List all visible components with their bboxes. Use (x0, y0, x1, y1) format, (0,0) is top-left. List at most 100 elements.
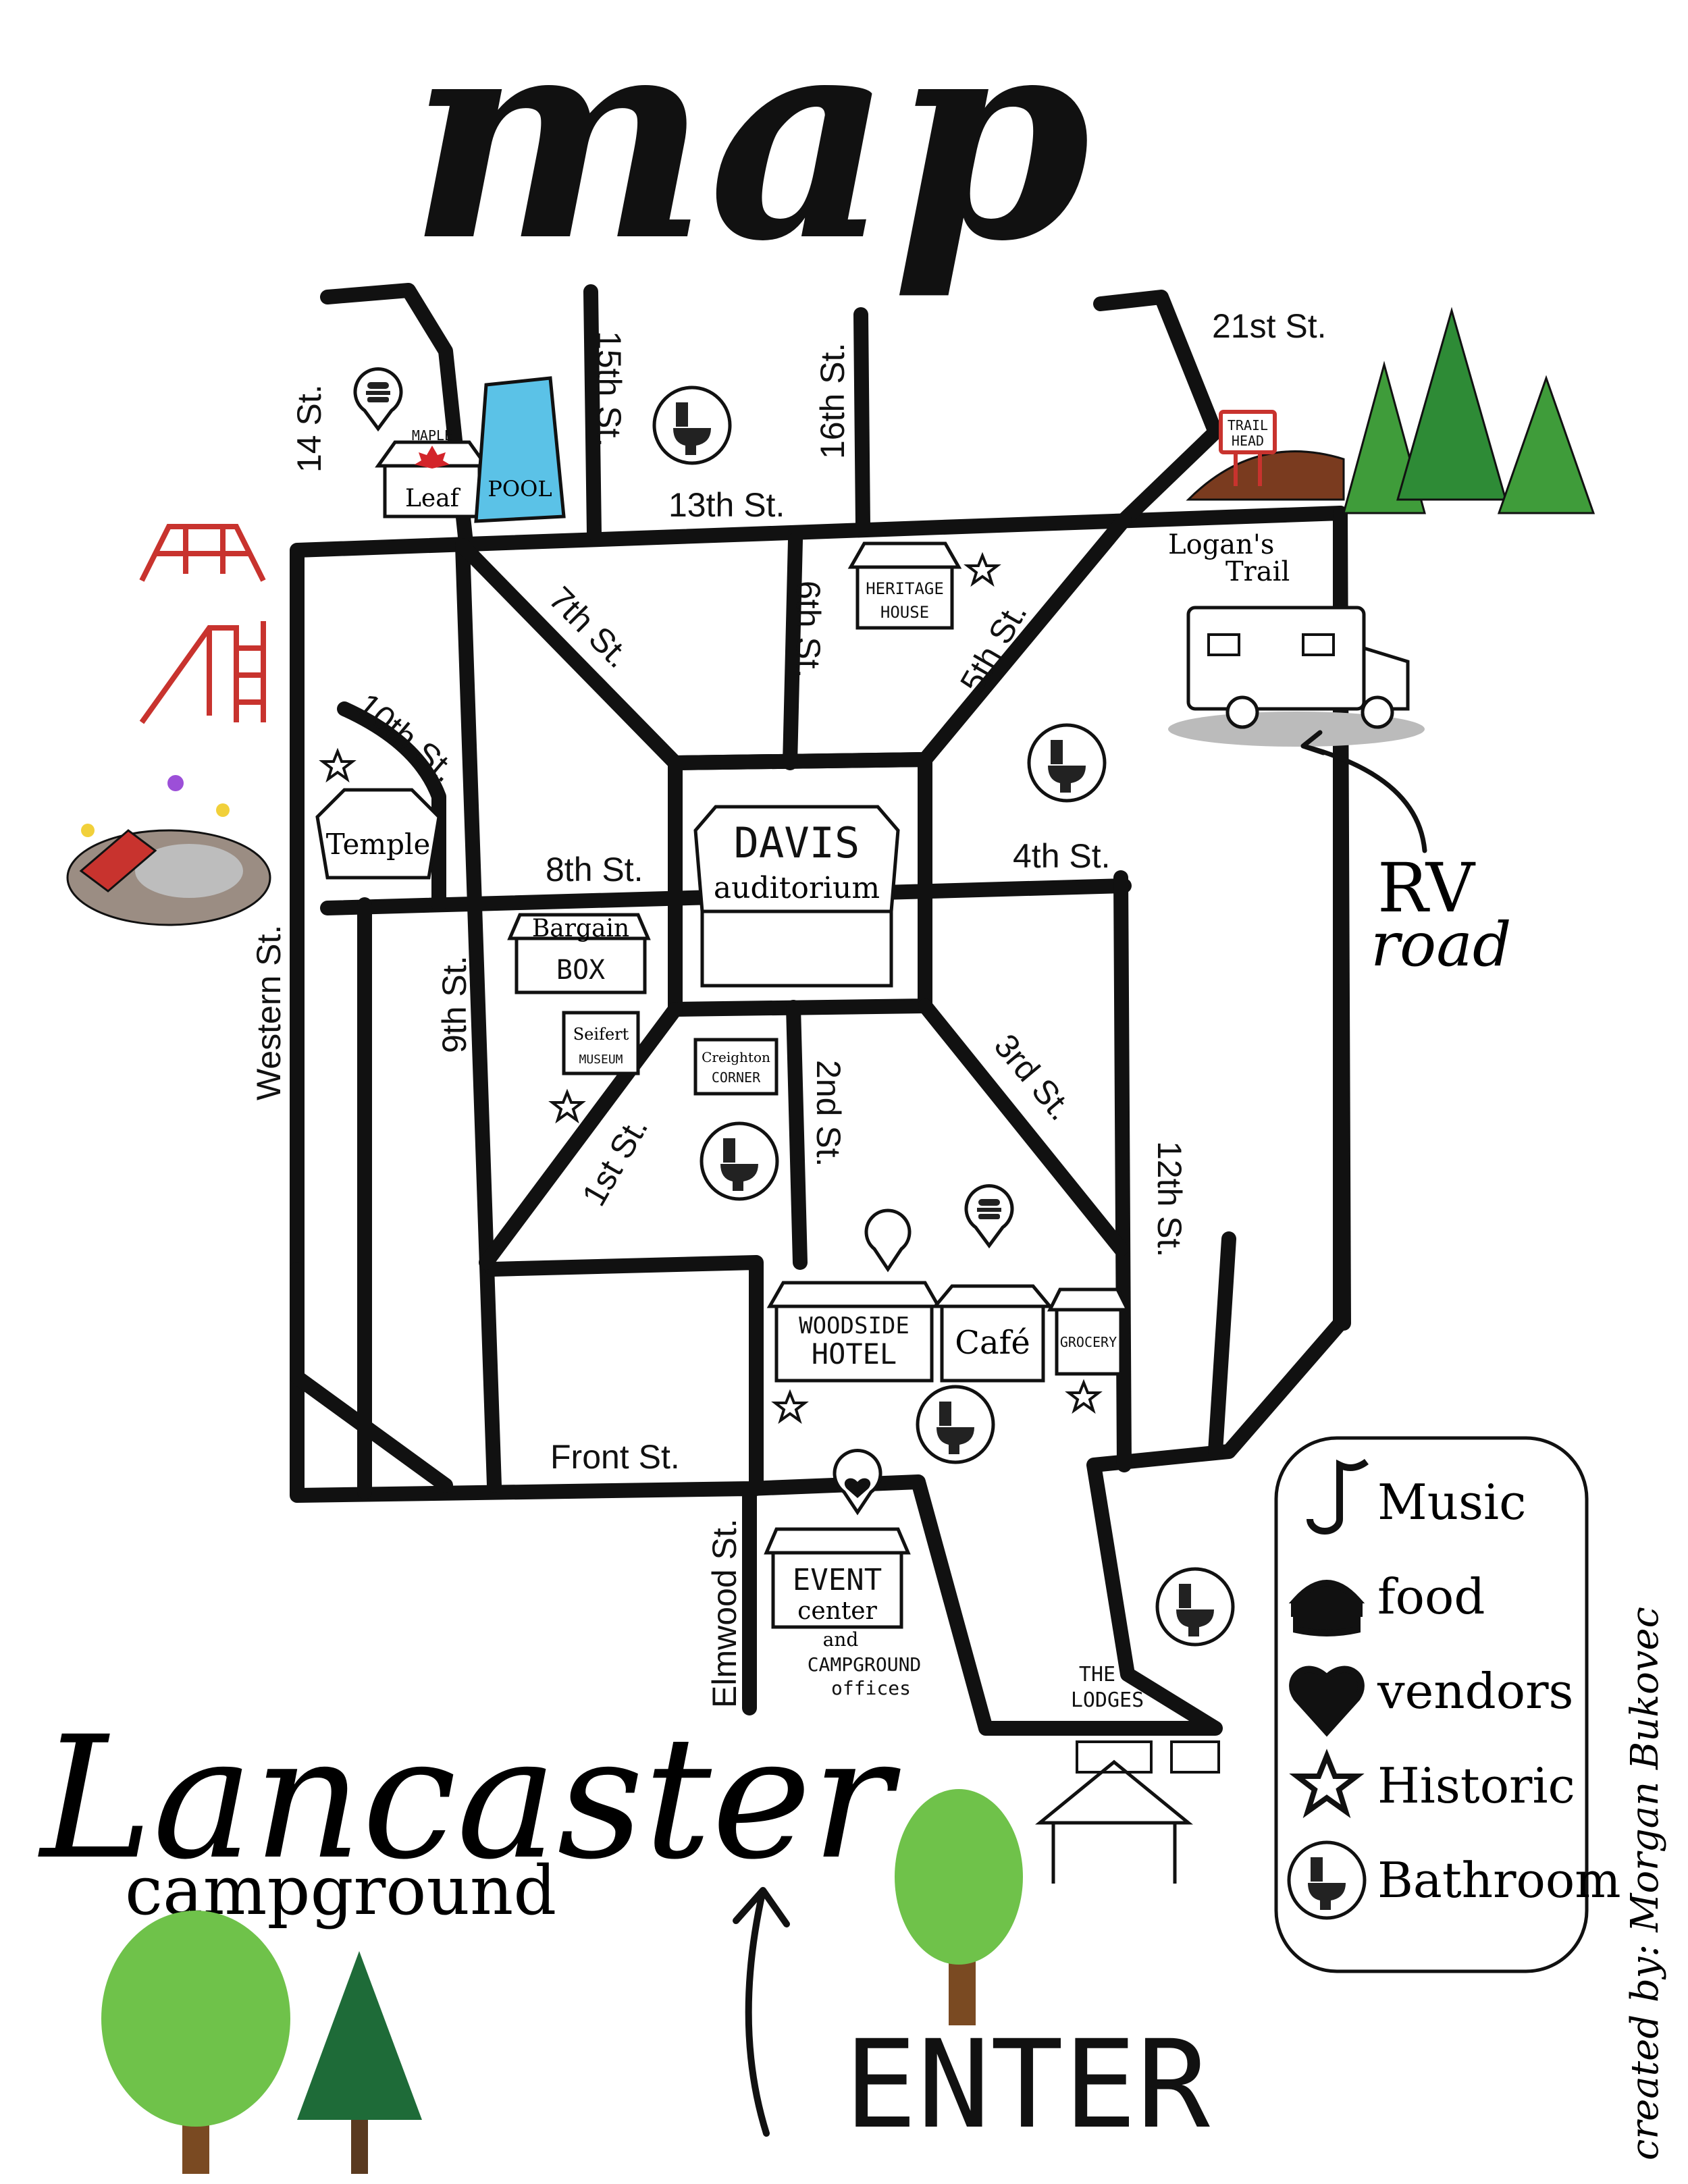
star-icon (1067, 1381, 1100, 1412)
legend-row: Historic (1297, 1756, 1575, 1814)
seifert-museum: Seifert MUSEUM (551, 1011, 640, 1121)
woodside-hotel: WOODSIDE HOTEL (766, 1208, 942, 1422)
seifert-line2: MUSEUM (579, 1053, 623, 1067)
rv-label-line1: RV (1377, 849, 1476, 928)
street-21: 21st St. (1212, 307, 1327, 345)
street-elmwood: Elmwood St. (706, 1518, 743, 1708)
logans-trail-line1: Logan's (1168, 529, 1274, 560)
star-icon (551, 1091, 583, 1121)
star-icon (966, 554, 999, 585)
street-8: 8th St. (546, 851, 643, 888)
heart-pin-icon (833, 1449, 882, 1516)
legend-row: vendors (1289, 1663, 1573, 1737)
street-6: 6th St. (789, 581, 827, 678)
event-line2: center (797, 1597, 877, 1625)
street-9: 9th St. (436, 955, 473, 1053)
grocery: GROCERY (1047, 1287, 1131, 1412)
lodge-cabins (1076, 1740, 1220, 1774)
heart-icon (1289, 1666, 1365, 1737)
heritage-line1: HERITAGE (866, 579, 944, 598)
legend-row: Music (1307, 1458, 1526, 1535)
heritage-house: HERITAGE HOUSE (847, 541, 999, 630)
toilet-icon (1157, 1569, 1233, 1645)
creighton-corner: Creighton CORNER (693, 1038, 779, 1096)
toilet-icon (1029, 725, 1105, 801)
creighton-line2: CORNER (712, 1069, 761, 1086)
toilet-icon (1289, 1842, 1365, 1918)
street-3: 3rd St. (987, 1027, 1080, 1127)
playground (139, 524, 266, 724)
woodside-line2: HOTEL (812, 1337, 897, 1370)
creighton-line1: Creighton (702, 1049, 770, 1065)
food-pin-icon (966, 1186, 1012, 1246)
legend-label: Music (1377, 1474, 1526, 1530)
davis-line1: DAVIS (734, 818, 860, 868)
trailhead-line1: TRAIL (1228, 417, 1268, 433)
lodges-line2: LODGES (1071, 1688, 1144, 1712)
legend-label: food (1377, 1568, 1485, 1625)
trailhead-area: TRAIL HEAD (1186, 410, 1345, 501)
gazebo (1034, 1759, 1194, 1884)
toilet-icon (702, 1123, 777, 1199)
music-note-icon (1307, 1458, 1369, 1535)
food-pin-icon (355, 369, 401, 429)
bottom-trees (101, 1789, 1023, 2174)
seifert-line1: Seifert (573, 1025, 629, 1044)
street-12: 12th St. (1151, 1141, 1188, 1257)
music-pin-icon (864, 1208, 912, 1273)
cafe: Café (931, 1186, 1054, 1383)
street-13: 13th St. (668, 486, 785, 524)
pool-label: POOL (487, 476, 552, 502)
bargain-line2: BOX (556, 955, 605, 986)
toilet-icon (918, 1387, 993, 1462)
enter-label: ENTER (844, 2015, 1210, 2156)
street-7: 7th St. (542, 579, 637, 675)
logans-trail-line2: Trail (1225, 556, 1290, 587)
trailhead-line2: HEAD (1232, 433, 1264, 449)
event-line1: EVENT (793, 1563, 882, 1597)
garden (66, 775, 271, 926)
street-western: Western St. (250, 925, 288, 1100)
star-icon (321, 750, 354, 780)
map-title: map (408, 0, 1090, 304)
davis-line2: auditorium (714, 871, 880, 905)
street-4: 4th St. (1013, 837, 1111, 875)
maple-leaf-building: MAPLE Leaf (355, 369, 490, 518)
temple: Temple (315, 750, 441, 880)
street-10: 10th St. (350, 686, 463, 790)
cafe-label: Café (955, 1324, 1030, 1362)
grocery-label: GROCERY (1060, 1334, 1117, 1350)
street-2: 2nd St. (810, 1060, 847, 1167)
event-line5: offices (831, 1677, 911, 1699)
street-16: 16th St. (814, 343, 851, 459)
toilet-icon (654, 388, 730, 463)
bargain-line1: Bargain (532, 915, 629, 942)
rv-label-line2: road (1371, 909, 1511, 980)
rv-arrow-icon (1300, 730, 1427, 853)
legend-row: Bathroom (1289, 1842, 1621, 1918)
star-icon (774, 1391, 806, 1422)
event-center: EVENT center and CAMPGROUND offices (764, 1449, 922, 1699)
campground-name: Lancaster (38, 1700, 901, 1896)
street-15: 15th St. (590, 331, 628, 447)
pool: POOL (474, 376, 566, 523)
event-line4: CAMPGROUND (808, 1653, 922, 1676)
rv-icon (1168, 606, 1425, 747)
temple-label: Temple (326, 828, 431, 861)
pine-trees (1342, 307, 1595, 514)
heritage-line2: HOUSE (880, 603, 929, 622)
legend-label: Bathroom (1377, 1852, 1621, 1909)
legend-label: vendors (1377, 1663, 1573, 1720)
maple-leaf-name: Leaf (405, 485, 461, 512)
street-14: 14 St. (290, 384, 328, 473)
street-front: Front St. (550, 1438, 680, 1476)
legend-label: Historic (1377, 1757, 1575, 1814)
credit-text: created by: Morgan Bukovec (1623, 1607, 1667, 2160)
event-line3: and (823, 1628, 859, 1651)
maple-leaf-top: MAPLE (412, 427, 452, 444)
burger-icon (1288, 1580, 1365, 1636)
legend-row: food (1288, 1568, 1485, 1636)
woodside-line1: WOODSIDE (799, 1312, 909, 1339)
enter-arrow-icon (733, 1887, 790, 2137)
